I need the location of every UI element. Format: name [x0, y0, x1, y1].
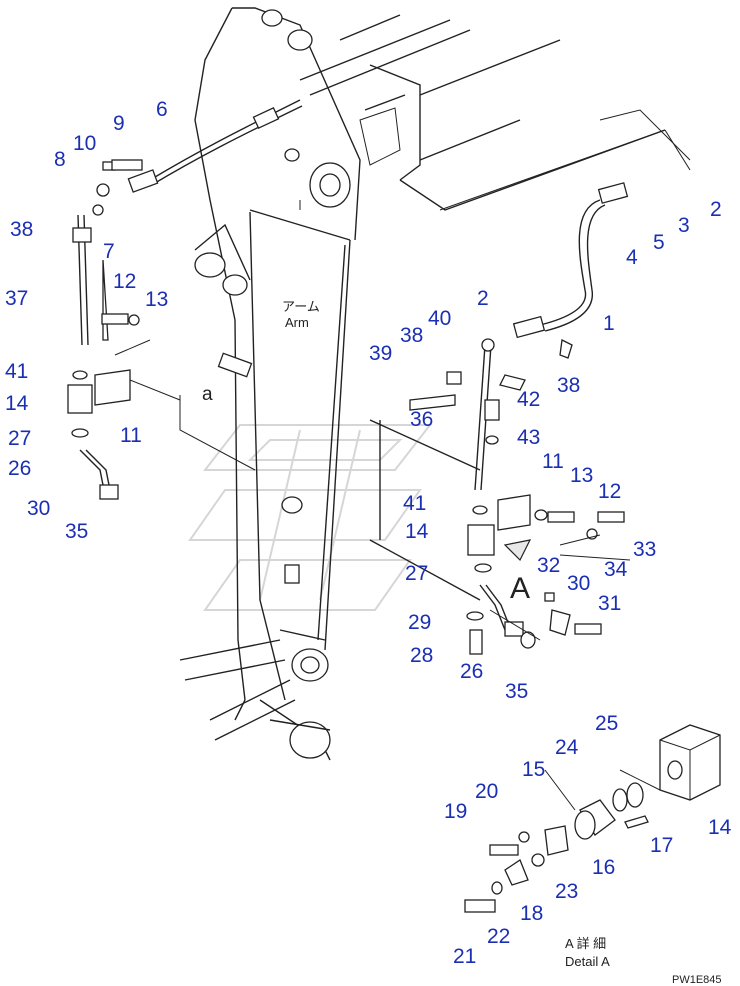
callouts: 1 2 3 4 5 6 7 8 9 10 11 12 13 14 26 27 3…: [5, 98, 732, 968]
callout-4[interactable]: 4: [626, 246, 638, 269]
callout-5[interactable]: 5: [653, 231, 665, 254]
callout-14[interactable]: 14: [405, 520, 429, 543]
callout-25[interactable]: 25: [595, 712, 618, 735]
callout-16[interactable]: 16: [592, 856, 615, 879]
callout-9[interactable]: 9: [113, 112, 125, 135]
callout-7[interactable]: 7: [103, 240, 115, 263]
callout-37[interactable]: 37: [5, 287, 28, 310]
callout-13[interactable]: 13: [570, 464, 593, 487]
callout-39[interactable]: 39: [369, 342, 392, 365]
arm-label-jp: アーム: [282, 299, 320, 314]
callout-11[interactable]: 11: [542, 450, 564, 473]
callout-28[interactable]: 28: [410, 644, 433, 667]
callout-33[interactable]: 33: [633, 538, 656, 561]
callout-30[interactable]: 30: [27, 497, 50, 520]
callout-32[interactable]: 32: [537, 554, 560, 577]
callout-2[interactable]: 2: [710, 198, 722, 221]
callout-13[interactable]: 13: [145, 288, 168, 311]
hose-6: [127, 99, 303, 193]
callout-29[interactable]: 29: [408, 611, 431, 634]
callout-26[interactable]: 26: [460, 660, 483, 683]
arm-body: [179, 7, 361, 761]
callout-15[interactable]: 15: [522, 758, 545, 781]
callout-2[interactable]: 2: [477, 287, 489, 310]
callout-22[interactable]: 22: [487, 925, 510, 948]
watermark-logo: [188, 424, 433, 611]
callout-8[interactable]: 8: [54, 148, 66, 171]
callout-38[interactable]: 38: [10, 218, 33, 241]
callout-3[interactable]: 3: [678, 214, 690, 237]
callout-36[interactable]: 36: [410, 408, 433, 431]
callout-17[interactable]: 17: [650, 834, 673, 857]
callout-40[interactable]: 40: [428, 307, 451, 330]
detail-title-jp: A 詳 細: [565, 936, 606, 951]
boom-structure: [299, 14, 666, 211]
callout-1[interactable]: 1: [603, 312, 615, 335]
callout-12[interactable]: 12: [113, 270, 136, 293]
view-a-large: A: [510, 572, 530, 605]
callout-41[interactable]: 41: [403, 492, 426, 515]
hose-1: [512, 182, 629, 339]
leader-lines: [114, 109, 691, 811]
callout-19[interactable]: 19: [444, 800, 467, 823]
callout-14[interactable]: 14: [708, 816, 732, 839]
callout-27[interactable]: 27: [8, 427, 31, 450]
detail-title-en: Detail A: [565, 954, 610, 969]
callout-43[interactable]: 43: [517, 426, 540, 449]
callout-18[interactable]: 18: [520, 902, 543, 925]
callout-27[interactable]: 27: [405, 562, 428, 585]
callout-20[interactable]: 20: [475, 780, 498, 803]
pipe-37-assembly: [67, 159, 143, 500]
callout-23[interactable]: 23: [555, 880, 578, 903]
callout-34[interactable]: 34: [604, 558, 628, 581]
callout-31[interactable]: 31: [598, 592, 621, 615]
callout-38[interactable]: 38: [557, 374, 580, 397]
callout-42[interactable]: 42: [517, 388, 540, 411]
drawing-code: PW1E845: [672, 974, 722, 986]
view-a-small: a: [202, 384, 213, 405]
callout-26[interactable]: 26: [8, 457, 31, 480]
callout-38[interactable]: 38: [400, 324, 423, 347]
callout-12[interactable]: 12: [598, 480, 621, 503]
callout-14[interactable]: 14: [5, 392, 29, 415]
arm-label-en: Arm: [285, 315, 309, 330]
callout-30[interactable]: 30: [567, 572, 590, 595]
callout-21[interactable]: 21: [453, 945, 476, 968]
callout-6[interactable]: 6: [156, 98, 168, 121]
callout-35[interactable]: 35: [65, 520, 88, 543]
callout-35[interactable]: 35: [505, 680, 528, 703]
callout-11[interactable]: 11: [120, 424, 142, 447]
callout-10[interactable]: 10: [73, 132, 96, 155]
detail-a-parts: [464, 724, 721, 913]
callout-41[interactable]: 41: [5, 360, 28, 383]
callout-24[interactable]: 24: [555, 736, 579, 759]
